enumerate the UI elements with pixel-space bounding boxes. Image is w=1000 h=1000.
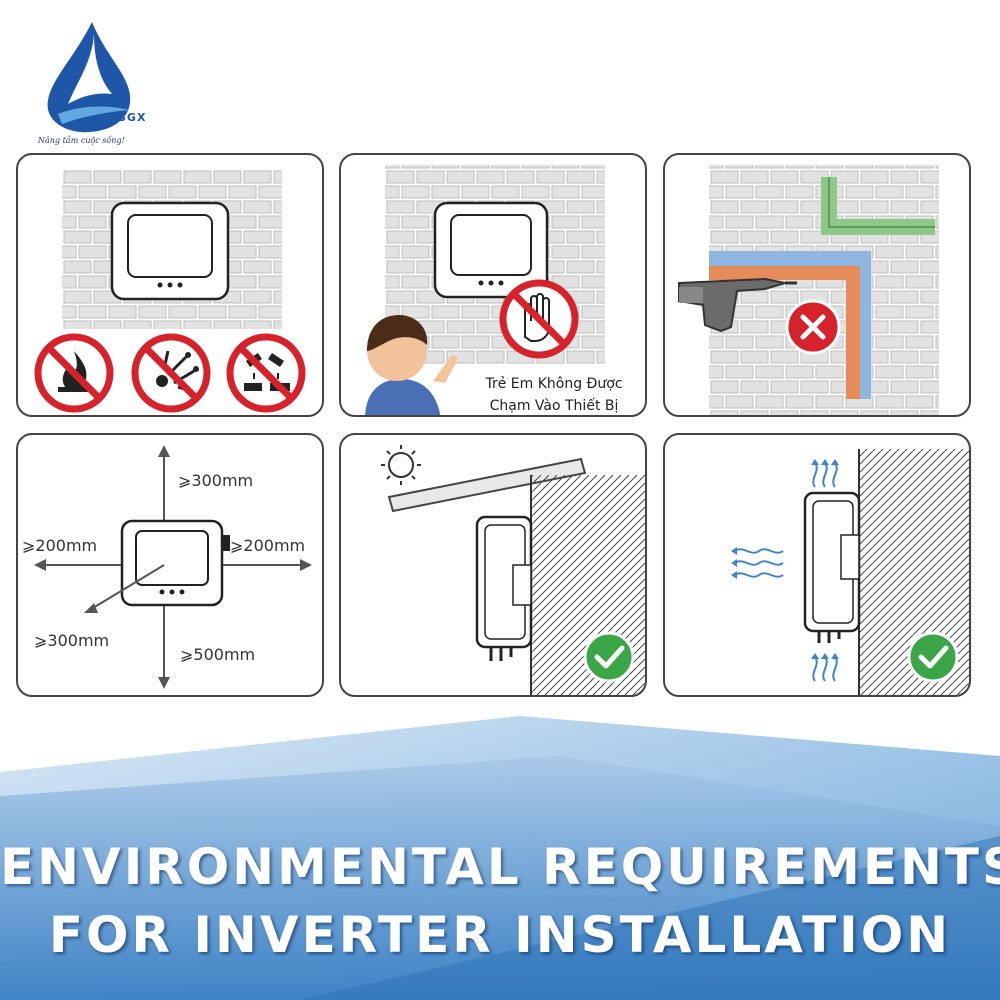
sun-icon [381, 445, 421, 485]
clearance-top: ⩾300mm [178, 471, 254, 490]
brand-name: SGX [118, 111, 147, 124]
panel-no-hazards [16, 153, 324, 417]
company-logo: SGX Nâng tầm cuộc sống! [34, 18, 160, 145]
inverter-front-icon [120, 519, 230, 607]
no-corrosive-icon [226, 333, 306, 413]
no-explosive-icon [131, 333, 211, 413]
panel-clearance: ⩾300mm ⩾200mm ⩾200mm ⩾300mm ⩾500mm [16, 433, 324, 697]
clearance-bottom: ⩾500mm [180, 645, 256, 664]
check-mark-icon [907, 631, 959, 683]
footer-banner: ENVIRONMENTAL REQUIREMENTS FOR INVERTER … [0, 716, 1000, 1000]
headline-line-1: ENVIRONMENTAL REQUIREMENTS [0, 838, 1000, 896]
clearance-front: ⩾300mm [34, 631, 110, 650]
brand-slogan: Nâng tầm cuộc sống! [38, 136, 125, 145]
no-touch-hand-icon [499, 279, 579, 359]
panel-ventilation [663, 433, 971, 697]
airflow-icon [731, 459, 839, 682]
inverter-side-icon [475, 515, 533, 661]
panel-no-drilling-pipes [663, 153, 971, 417]
inverter-front-icon [433, 201, 549, 299]
panel-sun-shade [339, 433, 647, 697]
no-fire-icon [34, 333, 114, 413]
drill-icon [678, 277, 797, 333]
child-warning-caption: Trẻ Em Không Được Chạm Vào Thiết Bị [459, 373, 645, 415]
inverter-side-icon [803, 491, 861, 643]
cross-mark-icon [785, 299, 841, 355]
panel-no-children: Trẻ Em Không Được Chạm Vào Thiết Bị [339, 153, 647, 417]
inverter-front-icon [110, 201, 230, 301]
caption-line-2: Chạm Vào Thiết Bị [489, 398, 619, 414]
clearance-right: ⩾200mm [230, 536, 306, 555]
caption-line-1: Trẻ Em Không Được [485, 376, 623, 392]
check-mark-icon [583, 631, 635, 683]
water-drop-sail-logo-icon [47, 22, 131, 133]
headline-line-2: FOR INVERTER INSTALLATION [48, 906, 952, 964]
clearance-left: ⩾200mm [22, 536, 98, 555]
child-icon [365, 315, 458, 415]
